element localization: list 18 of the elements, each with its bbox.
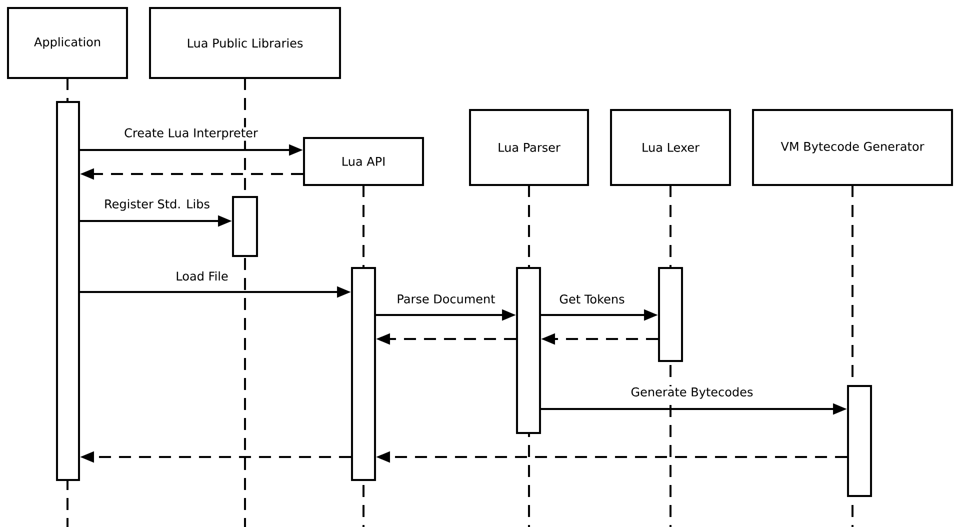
- edge-label: Create Lua Interpreter: [123, 127, 259, 141]
- edge-label: Load File: [174, 270, 230, 282]
- participant-box: Application: [7, 7, 128, 79]
- edge-label: Generate Bytecodes: [630, 386, 754, 400]
- edge-label: Get Tokens: [558, 293, 626, 305]
- activation-bar: [516, 267, 541, 434]
- edge-label: Parse Document: [396, 294, 496, 304]
- participant-box: Lua Public Libraries: [149, 7, 341, 79]
- participant-box: VM Bytecode Generator: [752, 109, 954, 186]
- participant-box: Lua Lexer: [610, 109, 731, 186]
- edge-label: Register Std. Libs: [103, 198, 211, 212]
- activation-bar: [351, 267, 376, 481]
- activation-bar: [847, 385, 872, 497]
- activation-bar: [56, 101, 80, 481]
- activation-bar: [232, 196, 258, 257]
- participant-box: Lua API: [303, 137, 424, 186]
- participant-box: Lua Parser: [469, 109, 589, 186]
- activation-bar: [658, 267, 683, 362]
